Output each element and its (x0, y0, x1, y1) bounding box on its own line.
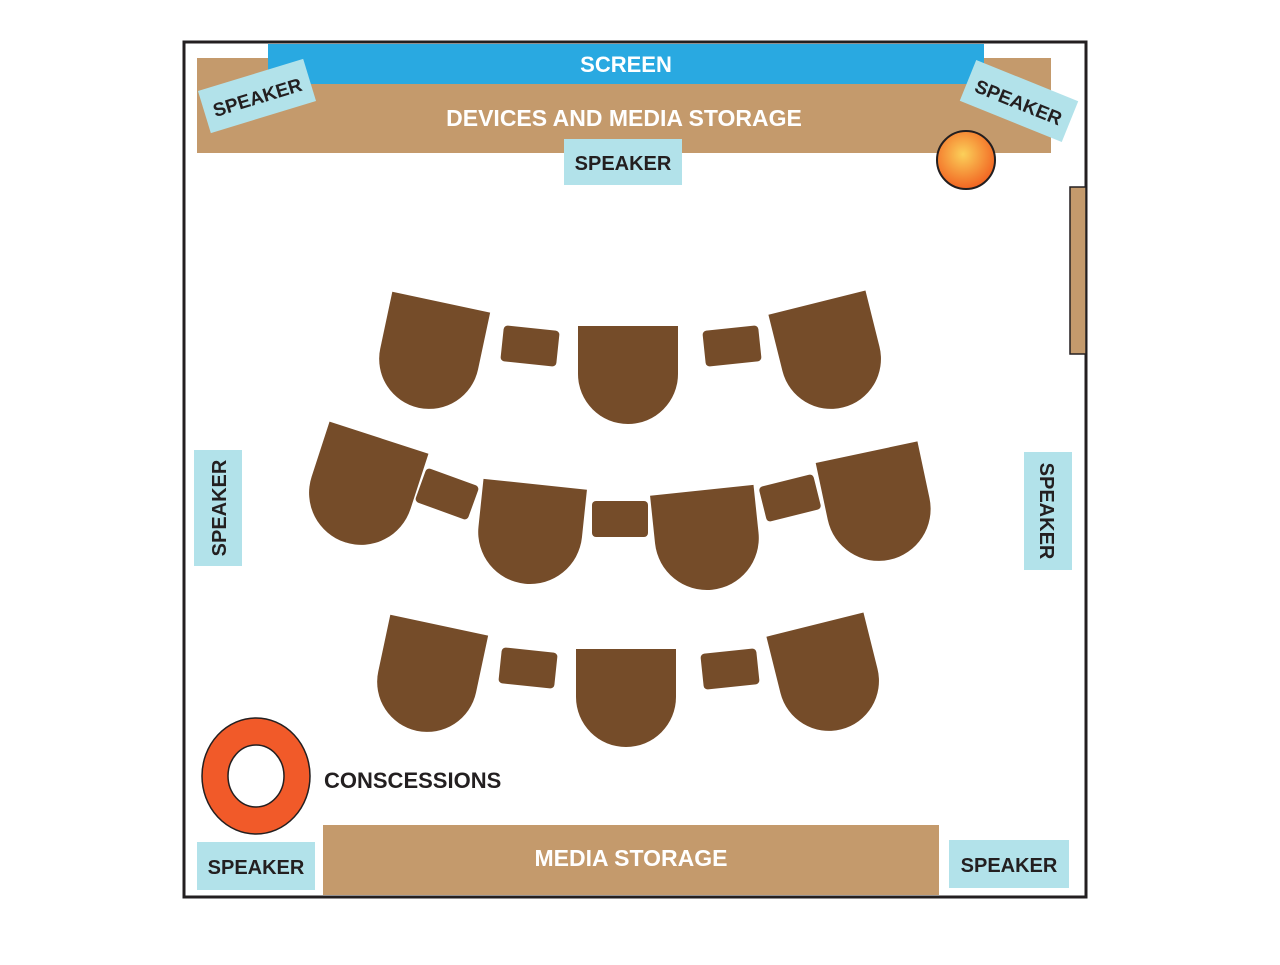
speaker-label: SPEAKER (209, 459, 231, 556)
seating-area (309, 290, 931, 747)
speaker-top-center: SPEAKER (564, 139, 682, 185)
screen-label: SCREEN (580, 52, 672, 77)
side-table (500, 325, 560, 367)
speaker-top-left: SPEAKER (197, 58, 317, 134)
speaker-left: SPEAKER (194, 450, 242, 566)
speaker-label: SPEAKER (961, 855, 1058, 877)
door (1069, 186, 1087, 355)
seat (377, 614, 489, 732)
media-storage-label: MEDIA STORAGE (535, 845, 728, 871)
seat (576, 649, 676, 747)
speaker-bottom-left: SPEAKER (197, 842, 315, 890)
speaker-label: SPEAKER (575, 153, 672, 175)
seat (650, 484, 759, 591)
seat (478, 478, 587, 585)
media-storage (323, 825, 939, 895)
concessions-label: CONSCESSIONS (324, 768, 501, 793)
side-table (415, 468, 479, 520)
speaker-label: SPEAKER (208, 857, 305, 879)
seat (815, 441, 931, 561)
devices-media-storage-label: DEVICES AND MEDIA STORAGE (446, 105, 802, 131)
side-table (592, 501, 648, 537)
seat (578, 326, 678, 424)
side-table (498, 647, 558, 689)
screen (268, 44, 984, 84)
seat (379, 291, 491, 409)
speaker-bottom-right: SPEAKER (949, 840, 1069, 888)
speaker-right: SPEAKER (1024, 452, 1072, 570)
speaker-label: SPEAKER (1035, 463, 1057, 560)
concessions-ring-icon (201, 717, 311, 835)
side-table (700, 648, 760, 690)
seat (766, 612, 879, 731)
seat (768, 290, 881, 409)
seat (309, 421, 429, 545)
side-table (759, 474, 821, 522)
side-table (702, 325, 762, 367)
lamp-icon (936, 130, 996, 190)
